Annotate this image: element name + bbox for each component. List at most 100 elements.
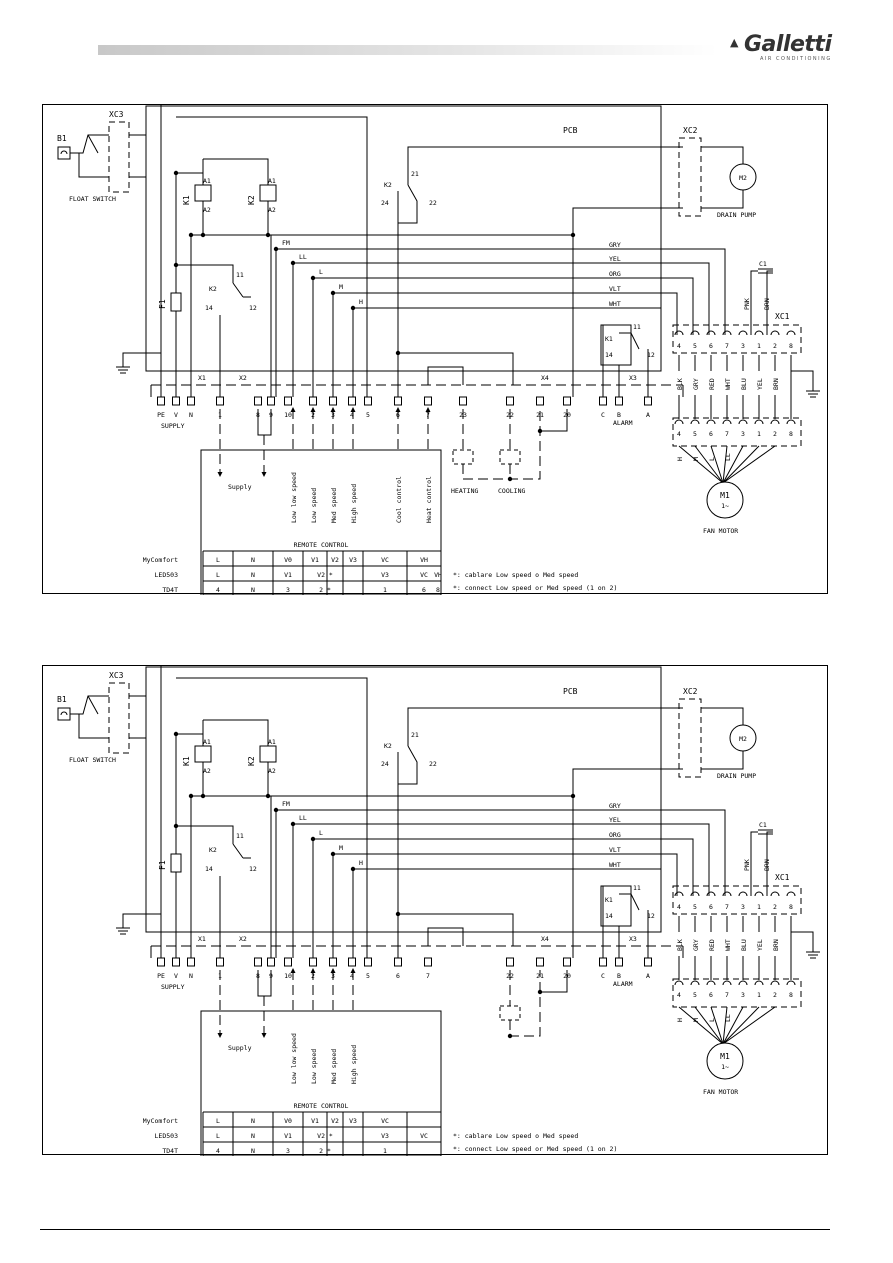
terminal — [424, 396, 432, 406]
terminal-label-PE: PE — [157, 972, 165, 980]
speed-tap-LL: LL — [299, 253, 307, 261]
speed-tap-H: H — [359, 859, 363, 867]
alarm-contact — [630, 332, 640, 350]
wire — [176, 825, 234, 844]
wire — [710, 445, 724, 484]
terminal-label-5: 5 — [366, 411, 370, 419]
capacitor-label: C1 — [759, 821, 767, 829]
wire — [694, 1006, 724, 1045]
motor-tap-H: H — [676, 1018, 684, 1022]
arrow-down-icon — [261, 1033, 267, 1038]
float-switch-label: FLOAT SWITCH — [69, 195, 116, 203]
remote-function-label: Med speed — [330, 488, 338, 523]
motor-wire-GRY: GRY — [692, 939, 700, 951]
wire-color-YEL: YEL — [609, 816, 621, 824]
wire — [633, 277, 694, 335]
xc1-top-pin: 8 — [789, 903, 793, 911]
speed-tap-L: L — [319, 268, 323, 276]
wire — [633, 868, 662, 896]
junction-dot — [173, 170, 179, 176]
remote-cell: V1 — [311, 556, 319, 564]
fuse-f1-icon — [170, 292, 182, 312]
remote-cell: 1 — [383, 586, 387, 594]
remote-note: *: connect Low speed or Med speed (1 on … — [453, 1145, 617, 1153]
terminal — [187, 957, 195, 967]
terminal — [615, 396, 623, 406]
remote-cell: V1 — [284, 1132, 292, 1140]
remote-cell: VC — [420, 571, 428, 579]
wire — [633, 823, 710, 896]
remote-cell: L — [216, 1117, 220, 1125]
relay-k2-coil — [259, 745, 277, 763]
cooling-label: COOLING — [498, 487, 525, 495]
k2-contact-label: K2 — [384, 742, 392, 750]
alarm-relay-11: 11 — [633, 884, 641, 892]
remote-function-label: Heat control — [425, 476, 433, 523]
wire — [722, 1006, 728, 1045]
relay-14: 14 — [205, 304, 213, 312]
terminal — [329, 957, 337, 967]
remote-row-MyComfort: MyComfort — [143, 1117, 178, 1125]
logo-wordmark: Galletti — [744, 32, 832, 57]
junction-dot — [507, 476, 513, 482]
terminal — [216, 957, 224, 967]
terminal — [394, 396, 402, 406]
connector-plug-icon — [722, 980, 732, 986]
wire — [407, 146, 683, 185]
remote-row-MyComfort: MyComfort — [143, 556, 178, 564]
xc3-label: XC3 — [109, 671, 124, 680]
remote-cell: VC — [381, 556, 389, 564]
terminal — [599, 957, 607, 967]
motor-wire-BLU: BLU — [740, 378, 748, 390]
xc1-bottom-pin: 3 — [741, 991, 745, 999]
remote-cell: 4 — [216, 1147, 220, 1155]
terminal — [563, 396, 571, 406]
xc1-top-pin: 2 — [773, 342, 777, 350]
xc1-top-pin: 5 — [693, 903, 697, 911]
k2-contact-21: 21 — [411, 170, 419, 178]
xc1-bottom-pin: 6 — [709, 430, 713, 438]
float-switch-contact — [87, 134, 99, 154]
wire — [722, 445, 760, 484]
remote-cell: N — [251, 586, 255, 594]
wire — [710, 1006, 724, 1045]
supply-label: SUPPLY — [161, 422, 185, 430]
remote-cell: V3 — [381, 571, 389, 579]
wire — [633, 262, 710, 335]
motor-wire-WHT: WHT — [724, 378, 732, 390]
wire — [678, 445, 724, 484]
remote-function-label: Low speed — [310, 1049, 318, 1084]
wire — [633, 292, 678, 335]
remote-row-LED503: LED503 — [155, 1132, 179, 1140]
remote-cell: L — [216, 1132, 220, 1140]
terminal-group-X2: X2 — [239, 374, 247, 382]
terminal-group-X2: X2 — [239, 935, 247, 943]
motor-id: M1 — [720, 1052, 730, 1061]
terminal — [309, 396, 317, 406]
header-bar — [98, 45, 718, 55]
terminal — [615, 957, 623, 967]
xc1-top-pin: 6 — [709, 903, 713, 911]
xc1-top-pin: 8 — [789, 342, 793, 350]
remote-cell: VC — [381, 1117, 389, 1125]
wire — [701, 190, 744, 209]
xc1-top-pin: 1 — [757, 903, 761, 911]
wire — [633, 307, 662, 335]
xc1-top-pin: 2 — [773, 903, 777, 911]
remote-cell: V1 — [284, 571, 292, 579]
arrow-up-icon — [330, 407, 336, 412]
speed-tap-FM: FM — [282, 239, 290, 247]
wire — [407, 707, 683, 746]
relay-k2-label: K2 — [209, 285, 217, 293]
alarm-relay-box — [600, 324, 632, 366]
terminal-label-C: C — [601, 972, 605, 980]
cap-lead-pnk: PNK — [743, 859, 751, 871]
terminal-label-N: N — [189, 411, 193, 419]
m2-label: M2 — [739, 174, 747, 182]
connector-plug-icon — [754, 330, 764, 336]
wire — [203, 158, 269, 187]
wire — [203, 719, 269, 748]
drain-pump-label: DRAIN PUMP — [717, 772, 756, 780]
xc1-bottom-pin: 2 — [773, 430, 777, 438]
